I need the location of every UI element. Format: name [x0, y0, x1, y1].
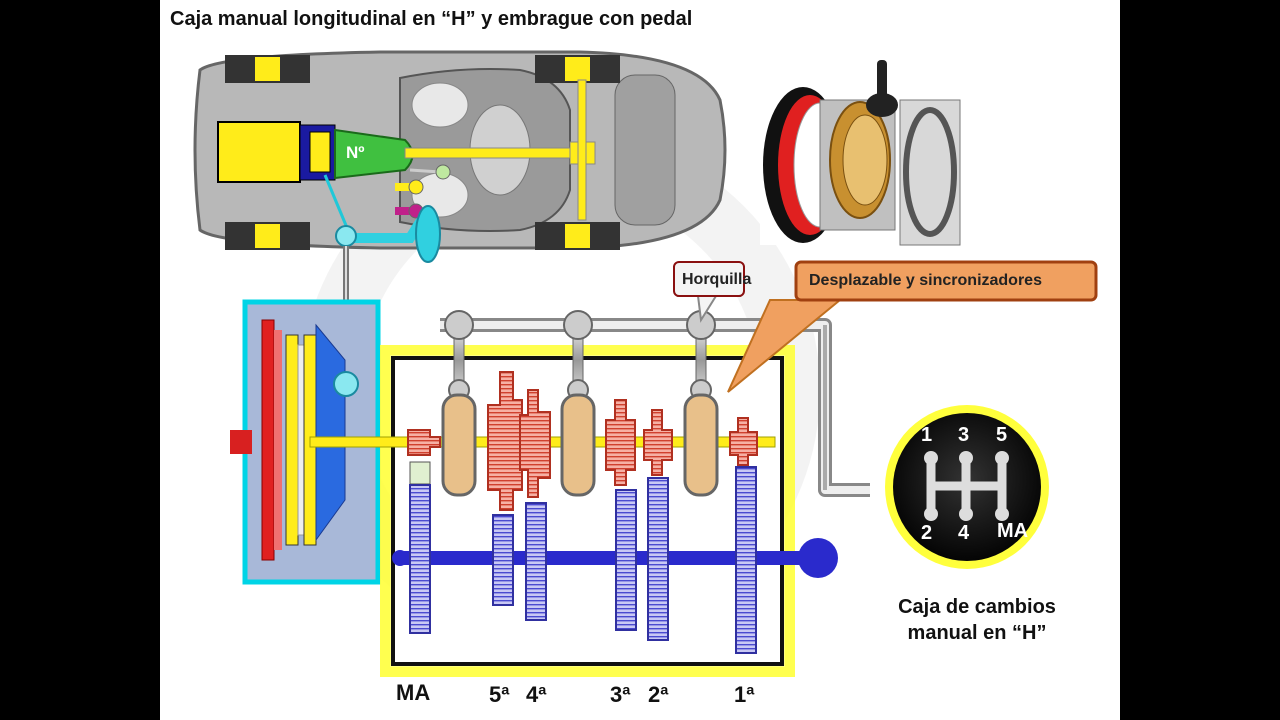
wheels	[225, 55, 620, 250]
knob-gear-3: 3	[958, 424, 970, 446]
gear-label-5: 5ª	[489, 682, 510, 707]
countershaft	[392, 461, 838, 654]
gear-label-ma: MA	[396, 680, 431, 705]
caption-line-1: Caja de cambios	[898, 596, 1056, 618]
main-shaft-gears	[407, 371, 758, 511]
engine-label: Nº	[346, 143, 365, 162]
gearbox-housing	[309, 345, 795, 677]
callout-desplazable: Desplazable y sincronizadores	[809, 272, 1042, 289]
knob-gear-4: 4	[958, 522, 970, 544]
page-title: Caja manual longitudinal en “H” y embrag…	[170, 8, 693, 30]
knob-gear-5: 5	[996, 424, 1008, 446]
synchronizers	[441, 393, 719, 497]
car-top-view	[193, 50, 727, 380]
knob-gear-1: 1	[921, 424, 933, 446]
gear-knob	[885, 405, 1049, 569]
caption-line-2: manual en “H”	[907, 622, 1047, 644]
gear-label-3: 3ª	[610, 682, 631, 707]
knob-gear-reverse: MA	[997, 520, 1029, 542]
callout-horquilla: Horquilla	[682, 271, 752, 288]
diagram-canvas	[193, 50, 1098, 677]
callout-horquilla-shape	[673, 261, 745, 323]
driveshaft	[404, 147, 581, 159]
gear-label-2: 2ª	[648, 682, 669, 707]
gearbox-caption: Caja de cambios manual en “H”	[872, 594, 1082, 646]
engine-block	[217, 121, 301, 183]
gear-label-4: 4ª	[526, 682, 547, 707]
callout-desplazable-shape	[727, 260, 1098, 393]
slide: Caja manual longitudinal en “H” y embrag…	[160, 0, 1120, 720]
knob-gear-2: 2	[921, 522, 933, 544]
synchro-illustration	[760, 60, 961, 246]
gear-label-1: 1ª	[734, 682, 755, 707]
